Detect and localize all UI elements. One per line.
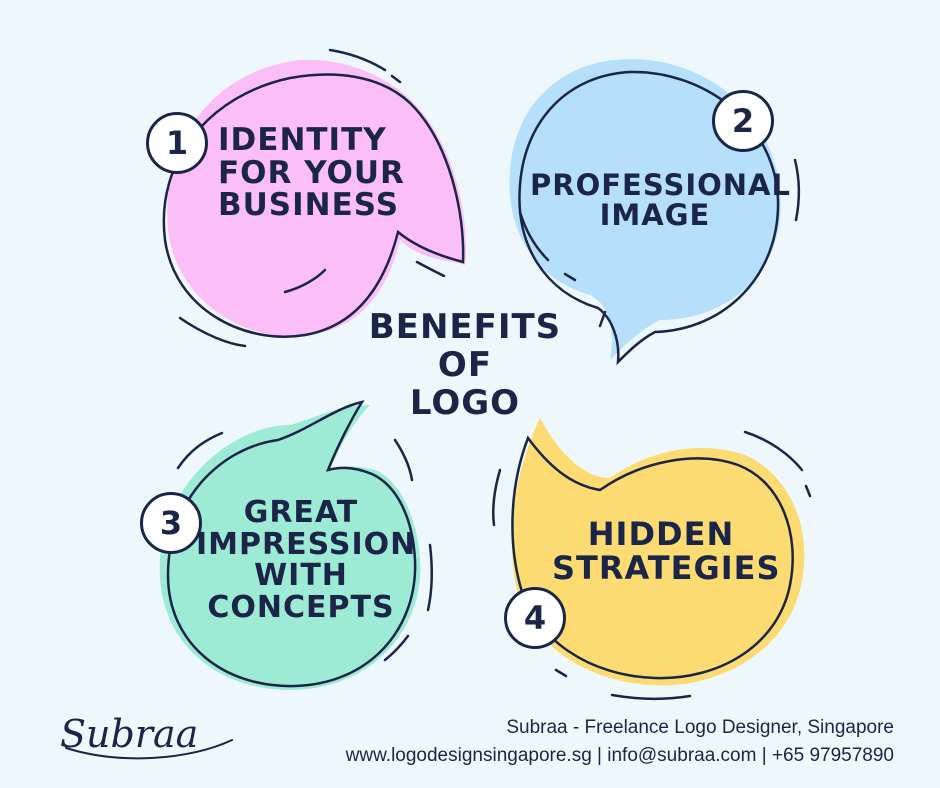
bubble-4-text: HIDDEN STRATEGIES [552, 515, 781, 587]
footer: Subraa - Freelance Logo Designer, Singap… [346, 714, 894, 769]
bubble-1-shape [162, 48, 466, 348]
logo-swash [65, 739, 233, 760]
bubble-2-line-2: IMAGE [599, 198, 711, 233]
number-badge-3: 3 [140, 492, 202, 554]
bubble-3-line-2: IMPRESSION [196, 526, 417, 562]
bubble-2-line-1: PROFESSIONAL [530, 168, 791, 202]
bubble-4-line-2: STRATEGIES [552, 548, 781, 587]
bubble-2-shape [509, 59, 801, 366]
footer-line-2: www.logodesignsingapore.sg | info@subraa… [345, 744, 894, 766]
number-badge-1: 1 [146, 112, 208, 174]
bubble-3-text: GREAT IMPRESSION WITH CONCEPTS [196, 495, 417, 625]
center-title-line-1: BENEFITS [368, 307, 562, 347]
center-title: BENEFITS OF LOGO [360, 308, 570, 422]
bubble-1-line-1: IDENTITY [218, 122, 387, 158]
bubble-1-text: IDENTITY FOR YOUR BUSINESS [218, 124, 405, 222]
bubble-3-line-3: WITH [254, 558, 348, 593]
number-badge-2: 2 [712, 90, 774, 152]
bubble-4-line-1: HIDDEN [587, 515, 735, 553]
bubble-3-line-4: CONCEPTS [207, 589, 395, 625]
bubble-1-line-2: FOR YOUR [218, 154, 405, 191]
bubble-2-text: PROFESSIONAL IMAGE [530, 168, 791, 233]
center-title-line-3: LOGO [409, 383, 521, 424]
number-badge-4: 4 [504, 587, 566, 649]
bubble-3-shape [159, 400, 433, 690]
bubble-4-shape [492, 418, 812, 701]
brand-logo: Subraa [60, 712, 199, 756]
center-title-line-2: OF [437, 345, 493, 386]
footer-line-1: Subraa - Freelance Logo Designer, Singap… [506, 717, 894, 738]
bubble-1-line-3: BUSINESS [218, 187, 400, 224]
bubble-3-line-1: GREAT [243, 495, 359, 530]
